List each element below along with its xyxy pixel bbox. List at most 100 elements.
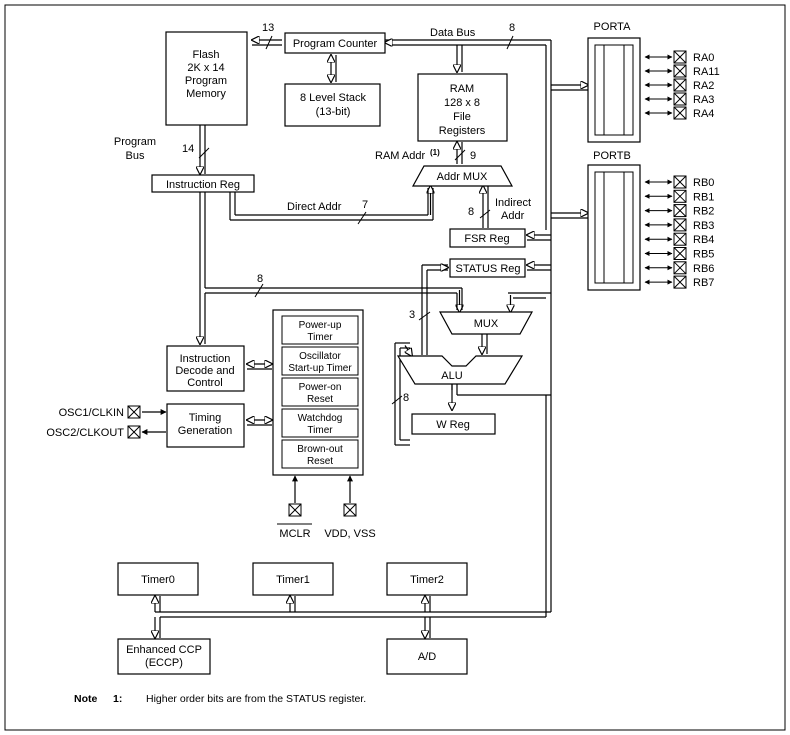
brown-out-line-2: Reset (307, 456, 333, 467)
program-bus-label-2: Bus (126, 150, 145, 162)
stack-line-2: (13-bit) (316, 106, 351, 118)
program-counter: Program Counter (284, 32, 386, 54)
indirect-addr-bits-label: 8 (468, 206, 474, 218)
footnote: Note 1: Higher order bits are from the S… (74, 693, 366, 705)
power-up-line-1: Power-up (299, 320, 342, 331)
instruction-reg-label: Instruction Reg (166, 179, 240, 191)
vdd-vss-pin: VDD, VSS (324, 503, 376, 540)
pin-rb6: RB6 (644, 261, 714, 275)
fsr-reg: FSR Reg (449, 228, 526, 248)
diagram-frame (4, 4, 786, 731)
direct-addr-label: Direct Addr (287, 201, 342, 213)
timer0-label: Timer0 (141, 574, 175, 586)
data-bus-label: Data Bus (430, 27, 476, 39)
buses (141, 40, 588, 638)
note-label: Note (74, 693, 97, 705)
ram-line-1: RAM (450, 83, 474, 95)
w-reg: W Reg (411, 413, 496, 435)
w-bus-bits-label: 8 (403, 392, 409, 404)
pin-label-rb6: RB6 (693, 263, 714, 275)
instruction-decode: Instruction Decode and Control (166, 345, 245, 392)
pin-ra4: RA4 (644, 106, 714, 120)
ram-file-registers: RAM 128 x 8 File Registers (417, 73, 508, 142)
data-bus-bits-label: 8 (509, 22, 515, 34)
ram-line-3: File (453, 111, 471, 123)
power-on-reset (281, 377, 359, 407)
mux-label: MUX (474, 318, 499, 330)
flash-memory: Flash 2K x 14 Program Memory (165, 31, 248, 126)
stack-line-1: 8 Level Stack (300, 92, 367, 104)
vdd-vss-label: VDD, VSS (324, 528, 375, 540)
timing-line-2: Generation (178, 425, 232, 437)
pc-bits-label: 13 (262, 22, 274, 34)
bus-width-ticks (198, 35, 514, 405)
alu-label: ALU (441, 370, 462, 382)
timer0: Timer0 (117, 562, 199, 596)
eccp-line-2: (ECCP) (145, 657, 183, 669)
pin-ra3: RA3 (644, 92, 714, 106)
osc-startup-line-1: Oscillator (299, 351, 341, 362)
timer2-label: Timer2 (410, 574, 444, 586)
osc1-label: OSC1/CLKIN (59, 407, 124, 419)
w-reg-label: W Reg (436, 419, 470, 431)
timer2: Timer2 (386, 562, 468, 596)
timing-generation: Timing Generation (166, 403, 245, 448)
oscillator-startup-timer (281, 346, 359, 376)
status-reg: STATUS Reg (449, 258, 526, 278)
pin-label-ra2: RA2 (693, 80, 714, 92)
instr-bus-bits-label: 8 (257, 273, 263, 285)
pin-label-ra0: RA0 (693, 52, 714, 64)
power-up-timer (281, 315, 359, 345)
level-stack: 8 Level Stack (13-bit) (284, 83, 381, 127)
pin-label-ra3: RA3 (693, 94, 714, 106)
ram-addr-label: RAM Addr (375, 150, 425, 162)
portb-title: PORTB (593, 150, 631, 162)
fsr-reg-label: FSR Reg (464, 233, 509, 245)
osc-startup-line-2: Start-up Timer (288, 363, 352, 374)
decode-line-3: Control (187, 377, 222, 389)
ad-converter: A/D (386, 638, 468, 675)
pin-label-ra11: RA11 (693, 66, 720, 78)
brown-out-reset (281, 439, 359, 469)
enhanced-ccp: Enhanced CCP (ECCP) (117, 638, 211, 675)
flash-line-1: Flash (193, 49, 220, 61)
watchdog-line-2: Timer (307, 425, 333, 436)
pin-ra11: RA11 (644, 64, 720, 78)
ram-addr-bits-label: 9 (470, 150, 476, 162)
pin-rb5: RB5 (644, 247, 714, 261)
decode-line-1: Instruction (180, 353, 231, 365)
mclr-pin: MCLR (277, 503, 312, 540)
mclr-label: MCLR (279, 528, 310, 540)
eccp-line-1: Enhanced CCP (126, 644, 202, 656)
note-text: Higher order bits are from the STATUS re… (146, 693, 366, 705)
pin-rb4: RB4 (644, 232, 714, 246)
status-reg-label: STATUS Reg (456, 263, 521, 275)
program-counter-label: Program Counter (293, 38, 378, 50)
flash-line-3: Program (185, 75, 227, 87)
watchdog-line-1: Watchdog (298, 413, 343, 424)
indirect-addr-label-2: Addr (501, 210, 525, 222)
pin-label-rb5: RB5 (693, 249, 714, 261)
pin-label-rb1: RB1 (693, 191, 714, 203)
direct-addr-bits-label: 7 (362, 199, 368, 211)
osc2-pin: OSC2/CLKOUT (46, 425, 141, 439)
ram-line-4: Registers (439, 125, 486, 137)
timer1: Timer1 (252, 562, 334, 596)
indirect-addr-label-1: Indirect (495, 197, 531, 209)
watchdog-timer (281, 408, 359, 438)
pin-label-ra4: RA4 (693, 108, 714, 120)
program-bus-bits-label: 14 (182, 143, 194, 155)
ram-line-2: 128 x 8 (444, 97, 480, 109)
instruction-reg: Instruction Reg (151, 174, 255, 193)
porta-title: PORTA (594, 21, 632, 33)
pin-rb1: RB1 (644, 189, 714, 203)
power-up-line-2: Timer (307, 332, 333, 343)
pin-label-rb7: RB7 (693, 277, 714, 289)
addr-mux: Addr MUX (411, 165, 514, 187)
decode-line-2: Decode and (175, 365, 234, 377)
ram-addr-footnote: (1) (430, 148, 440, 157)
pin-rb3: RB3 (644, 218, 714, 232)
pin-label-rb3: RB3 (693, 220, 714, 232)
